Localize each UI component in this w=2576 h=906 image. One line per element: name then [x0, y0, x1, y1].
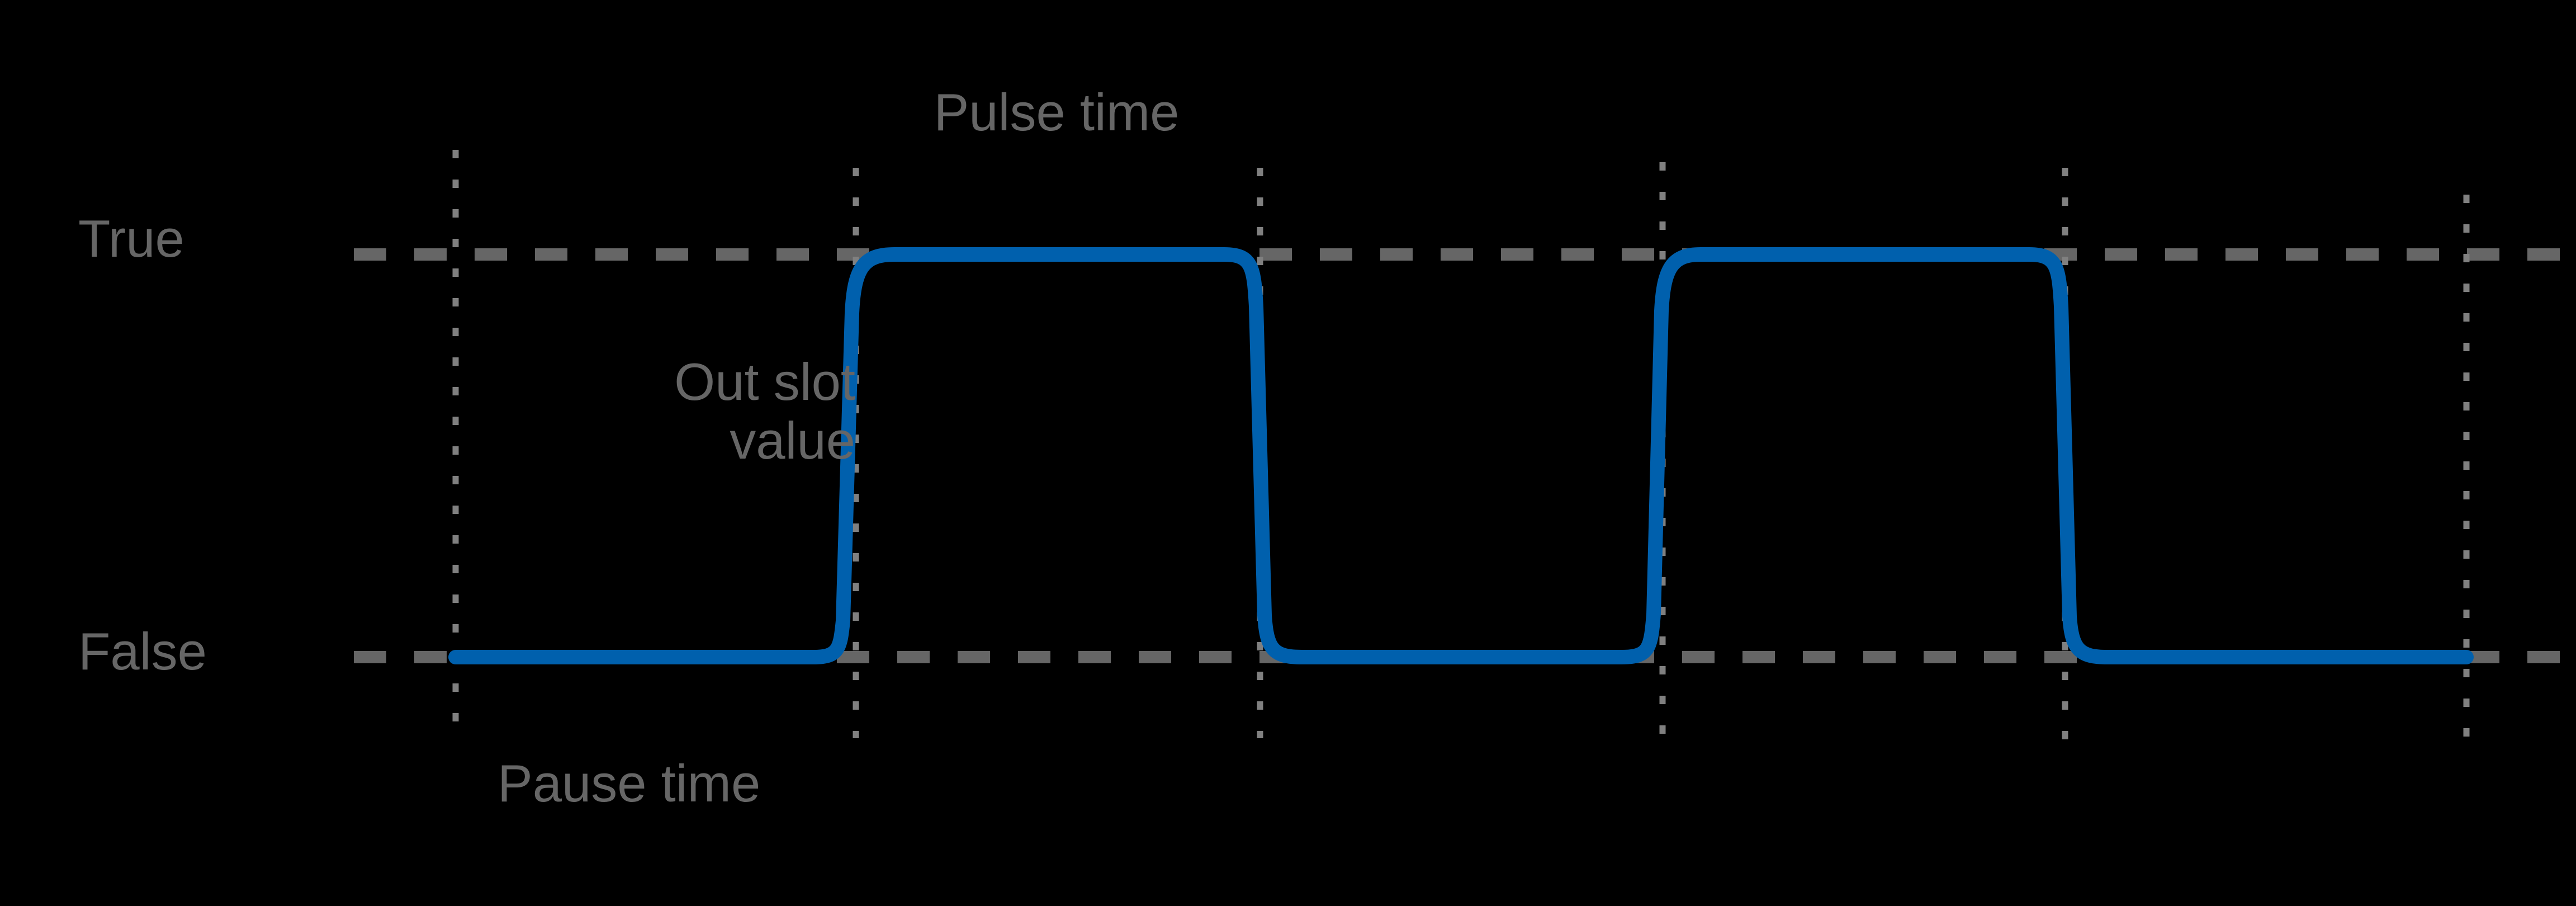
y-tick-label-false: False — [78, 622, 207, 681]
out-slot-value-line-2: value — [730, 411, 855, 470]
y-tick-label-true: True — [78, 209, 184, 268]
vertical-guides — [452, 150, 2470, 744]
out-slot-value-signal — [448, 247, 2474, 664]
annotation-pause-time: Pause time — [498, 754, 761, 813]
out-slot-value-line-1: Out slot — [674, 352, 855, 411]
annotation-pulse-time: Pulse time — [934, 83, 1180, 141]
